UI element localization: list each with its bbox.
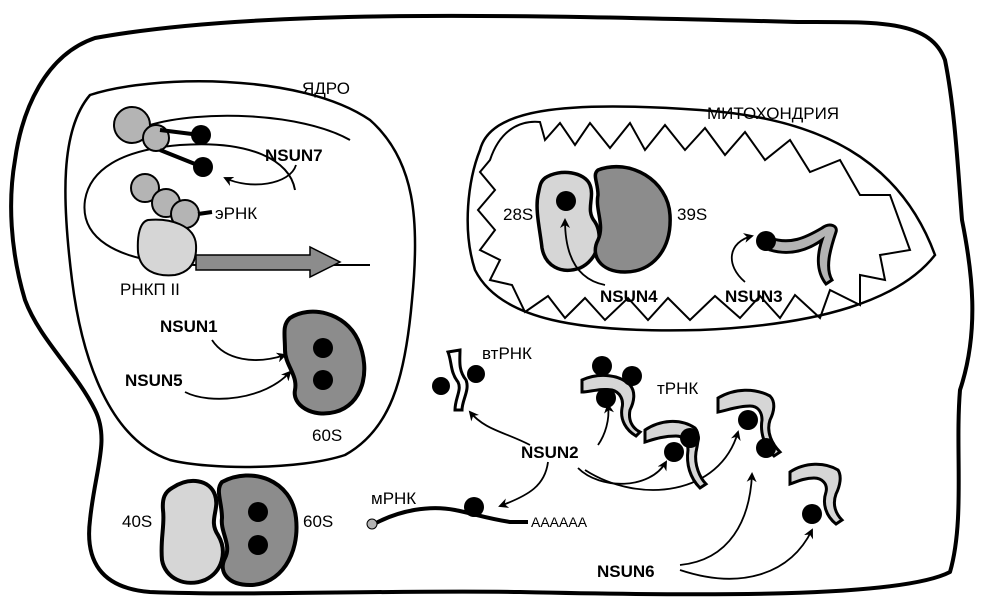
nsun6-label: NSUN6 [597, 562, 655, 581]
methyl-mark [680, 428, 700, 448]
mito-trna [770, 225, 836, 284]
methyl-mark [191, 125, 211, 145]
ribosome-60s-nucleus [284, 312, 364, 414]
methyl-mark [802, 504, 822, 524]
transcript-arrow [196, 247, 340, 277]
nsun2-label: NSUN2 [521, 443, 579, 462]
methyl-mark [432, 377, 450, 395]
methyl-mark [756, 438, 776, 458]
mrna-strand [374, 508, 528, 524]
methyl-mark [556, 191, 576, 211]
rnap2-label: РНКП II [120, 280, 180, 299]
methyl-mark [467, 365, 485, 383]
nsun6-arrow-trna4 [680, 530, 812, 579]
ribosome-60s-cytoplasm-label: 60S [303, 512, 333, 531]
mrna-cap [367, 519, 377, 529]
methyl-mark [596, 388, 616, 408]
methyl-mark [592, 356, 612, 376]
methyl-mark [313, 370, 333, 390]
methyl-mark [464, 497, 484, 517]
mrna-label: мРНК [371, 489, 416, 508]
dna-loop-upper [150, 116, 350, 140]
nsun1-arrow [212, 340, 285, 360]
nsun1-label: NSUN1 [160, 317, 218, 336]
nsun7-label: NSUN7 [265, 146, 323, 165]
methyl-mark [313, 338, 333, 358]
nsun7-arrow [225, 165, 296, 184]
methyl-mark [738, 410, 758, 430]
methyl-mark [756, 231, 776, 251]
trna-label: тРНК [657, 379, 698, 398]
methyl-mark [248, 535, 268, 555]
methyl-mark [622, 366, 642, 386]
ribosome-28s [537, 172, 599, 270]
ribosome-60s-nucleus-label: 60S [312, 426, 342, 445]
ribosome-60s-cytoplasm [219, 475, 297, 585]
vtrna-label: втРНК [482, 344, 532, 363]
ribosome-39s [595, 167, 670, 272]
nsun4-label: NSUN4 [600, 287, 658, 306]
methyl-mark [248, 502, 268, 522]
nsun3-label: NSUN3 [725, 287, 783, 306]
nsun2-arrow-trna1 [598, 405, 608, 445]
erna-strand [198, 212, 212, 214]
nsun6-arrow-trna3 [680, 474, 752, 565]
ribosome-40s-label: 40S [122, 512, 152, 531]
nucleus-membrane [65, 81, 415, 467]
nsun2-arrow-mrna [500, 462, 548, 506]
nsun5-label: NSUN5 [125, 371, 183, 390]
vtrna-strand [448, 350, 467, 410]
nsun2-arrow-trna3 [585, 432, 738, 490]
ribosome-39s-label: 39S [677, 205, 707, 224]
methyl-mark [193, 157, 213, 177]
ribosome-40s [162, 481, 223, 583]
nucleus-label: ЯДРО [302, 79, 350, 98]
nsun3-arrow [732, 236, 752, 282]
ribosome-28s-label: 28S [503, 205, 533, 224]
rnap2-shape [138, 220, 196, 276]
methyl-mark [664, 442, 684, 462]
nsun2-arrow-vtrna [470, 412, 530, 445]
erna-label: эРНК [215, 204, 257, 223]
nsun5-arrow [185, 372, 290, 399]
polya-label: AAAAAA [531, 514, 588, 530]
